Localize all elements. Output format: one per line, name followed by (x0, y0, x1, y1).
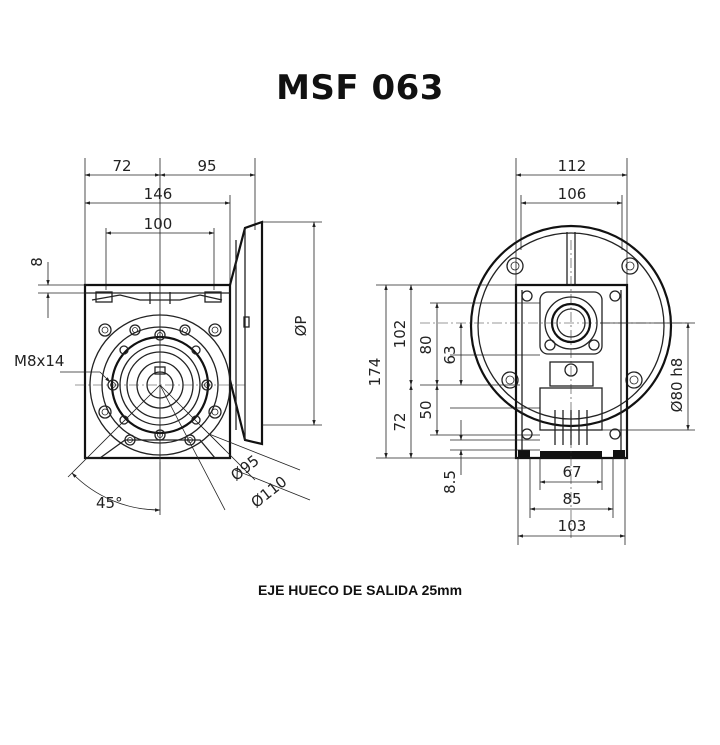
dim-dia-95: Ø95 (227, 451, 262, 484)
label-m8x14: M8x14 (14, 352, 64, 370)
dim-80: 80 (417, 335, 435, 354)
dim-174: 174 (366, 358, 384, 387)
dim-8: 8 (28, 257, 46, 267)
dim-45-deg: 45° (96, 494, 123, 512)
dim-85: 85 (562, 490, 581, 508)
dim-102: 102 (391, 320, 409, 349)
dim-106: 106 (558, 185, 587, 203)
right-view (376, 158, 695, 545)
dim-dia-P: ØP (292, 316, 310, 337)
dim-146: 146 (144, 185, 173, 203)
dim-95-top: 95 (197, 157, 216, 175)
dim-dia-80-h8: Ø80 h8 (668, 358, 686, 413)
left-view (38, 158, 322, 515)
dim-8-5: 8.5 (441, 470, 459, 494)
drawing-title: MSF 063 (276, 68, 444, 108)
dim-67: 67 (562, 463, 581, 481)
dim-72-right: 72 (391, 412, 409, 431)
dim-72-top: 72 (112, 157, 131, 175)
drawing-caption: EJE HUECO DE SALIDA 25mm (257, 582, 463, 598)
dim-63: 63 (441, 345, 459, 364)
dim-100: 100 (144, 215, 173, 233)
dim-112: 112 (558, 157, 587, 175)
dim-50: 50 (417, 400, 435, 419)
dim-103: 103 (558, 517, 587, 535)
